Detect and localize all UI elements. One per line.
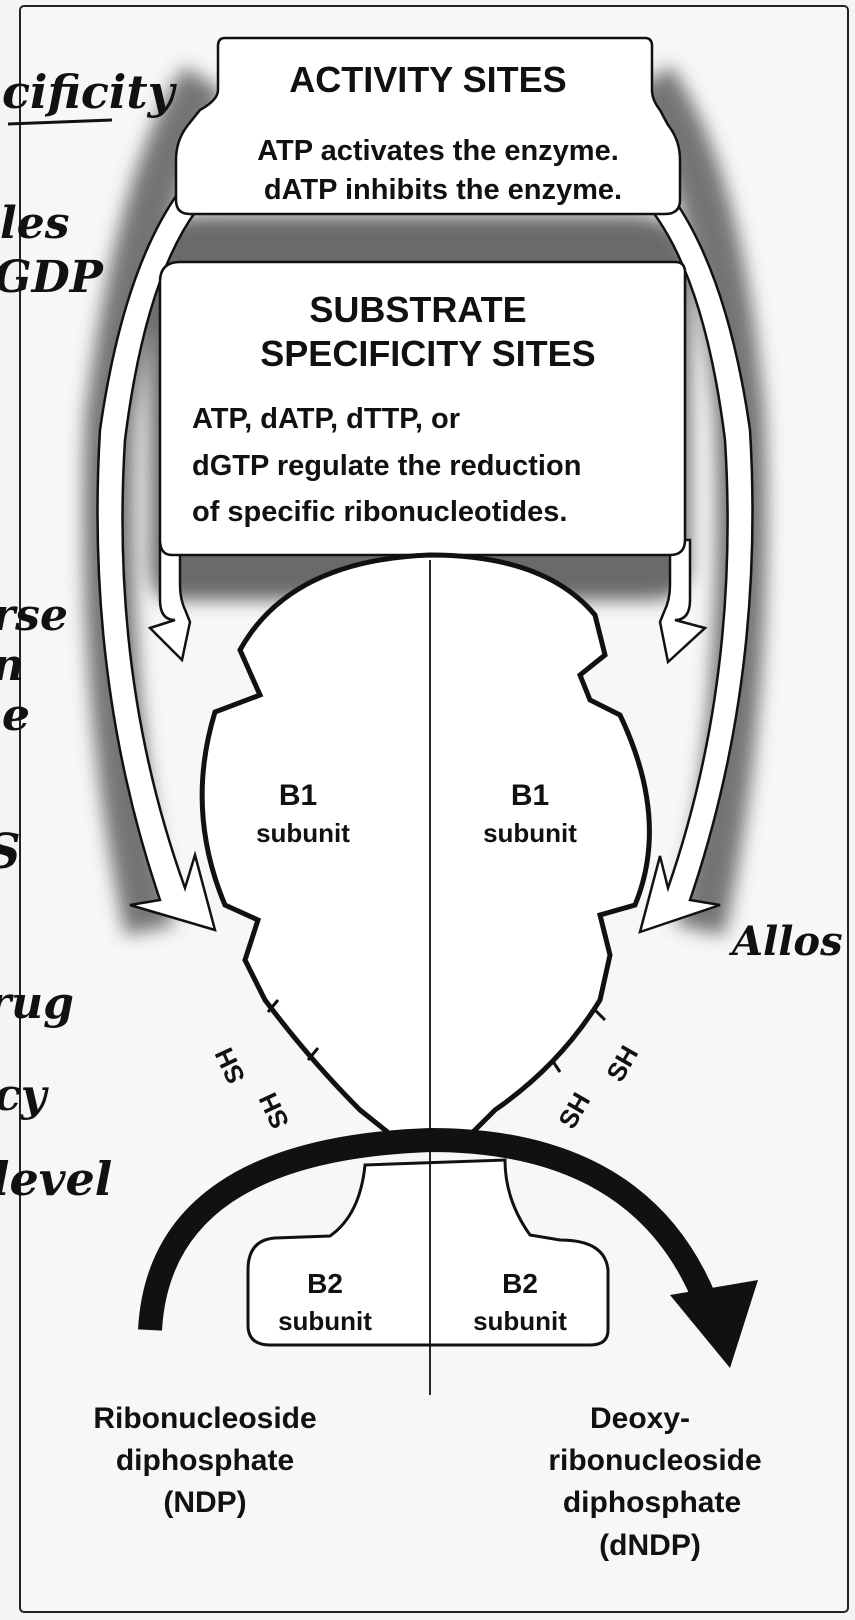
note-cy: cy [0, 1070, 50, 1121]
note-gdp: GDP [0, 252, 105, 303]
note-e: e [2, 690, 30, 741]
ndp-label-2: diphosphate [116, 1444, 294, 1477]
b1-right-word: subunit [483, 818, 577, 848]
note-level: level [0, 1152, 112, 1206]
activity-sites-line1: ATP activates the enzyme. [257, 135, 619, 167]
note-rse: rse [0, 590, 68, 641]
activity-sites-line2: dATP inhibits the enzyme. [264, 174, 622, 206]
note-rug: rug [0, 978, 74, 1029]
dndp-label-3: diphosphate [563, 1486, 741, 1519]
ndp-label-3: (NDP) [163, 1486, 246, 1519]
ndp-label-1: Ribonucleoside [93, 1402, 316, 1435]
note-allos: Allos [728, 918, 843, 965]
b1-left-word: subunit [256, 818, 350, 848]
activity-sites-title: ACTIVITY SITES [289, 59, 566, 100]
dndp-label-4: (dNDP) [599, 1529, 701, 1562]
dndp-label-1: Deoxy- [590, 1402, 690, 1435]
b2-right-word: subunit [473, 1306, 567, 1336]
b2-left-word: subunit [278, 1306, 372, 1336]
b1-right-name: B1 [511, 779, 549, 812]
substrate-sites-line2: dGTP regulate the reduction [192, 450, 581, 482]
substrate-sites-title-1: SUBSTRATE [309, 289, 526, 330]
b2-right-name: B2 [502, 1268, 538, 1299]
b2-left-name: B2 [307, 1268, 343, 1299]
note-n: n [0, 640, 24, 691]
b1-left-name: B1 [279, 779, 317, 812]
note-s: S [0, 824, 21, 880]
note-les: les [0, 198, 69, 249]
dndp-label-2: ribonucleoside [548, 1444, 761, 1477]
substrate-sites-line3: of specific ribonucleotides. [192, 496, 567, 528]
substrate-sites-title-2: SPECIFICITY SITES [260, 333, 595, 374]
note-specificity: cificity [2, 65, 178, 119]
substrate-sites-line1: ATP, dATP, dTTP, or [192, 403, 460, 435]
